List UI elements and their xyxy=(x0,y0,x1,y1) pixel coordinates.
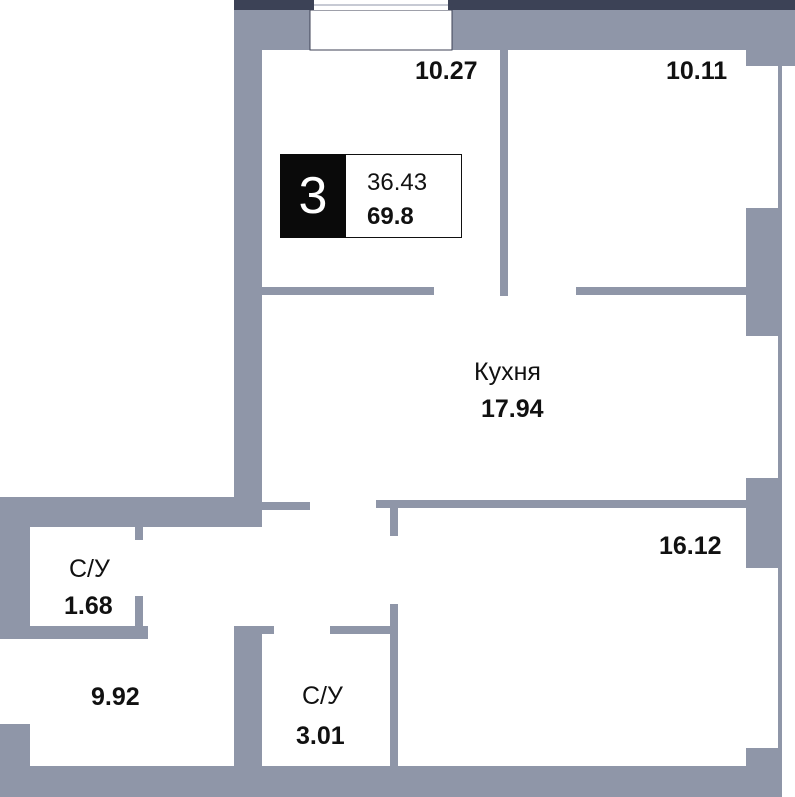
room-area-living-room: 16.12 xyxy=(659,532,722,560)
room-count: 3 xyxy=(280,154,346,238)
living-area: 36.43 xyxy=(367,169,428,196)
top-window xyxy=(309,9,453,51)
total-area: 69.8 xyxy=(367,203,414,230)
apartment-summary-badge: 3 36.43 69.8 xyxy=(280,154,462,238)
room-area-kitchen: 17.94 xyxy=(481,395,544,423)
room-area-hallway: 9.92 xyxy=(91,683,140,711)
room-name-bathroom-1: С/У xyxy=(69,555,110,583)
wall-accent-left xyxy=(234,0,314,10)
interior-walls xyxy=(135,50,746,766)
room-area-bathroom-1: 1.68 xyxy=(64,592,113,620)
room-area-bedroom-2: 10.11 xyxy=(666,57,728,85)
room-name-kitchen: Кухня xyxy=(474,358,541,386)
room-area-bedroom-1: 10.27 xyxy=(415,57,478,85)
room-name-bathroom-2: С/У xyxy=(302,682,343,710)
wall-accent-right xyxy=(448,0,795,10)
room-area-bathroom-2: 3.01 xyxy=(296,722,345,750)
